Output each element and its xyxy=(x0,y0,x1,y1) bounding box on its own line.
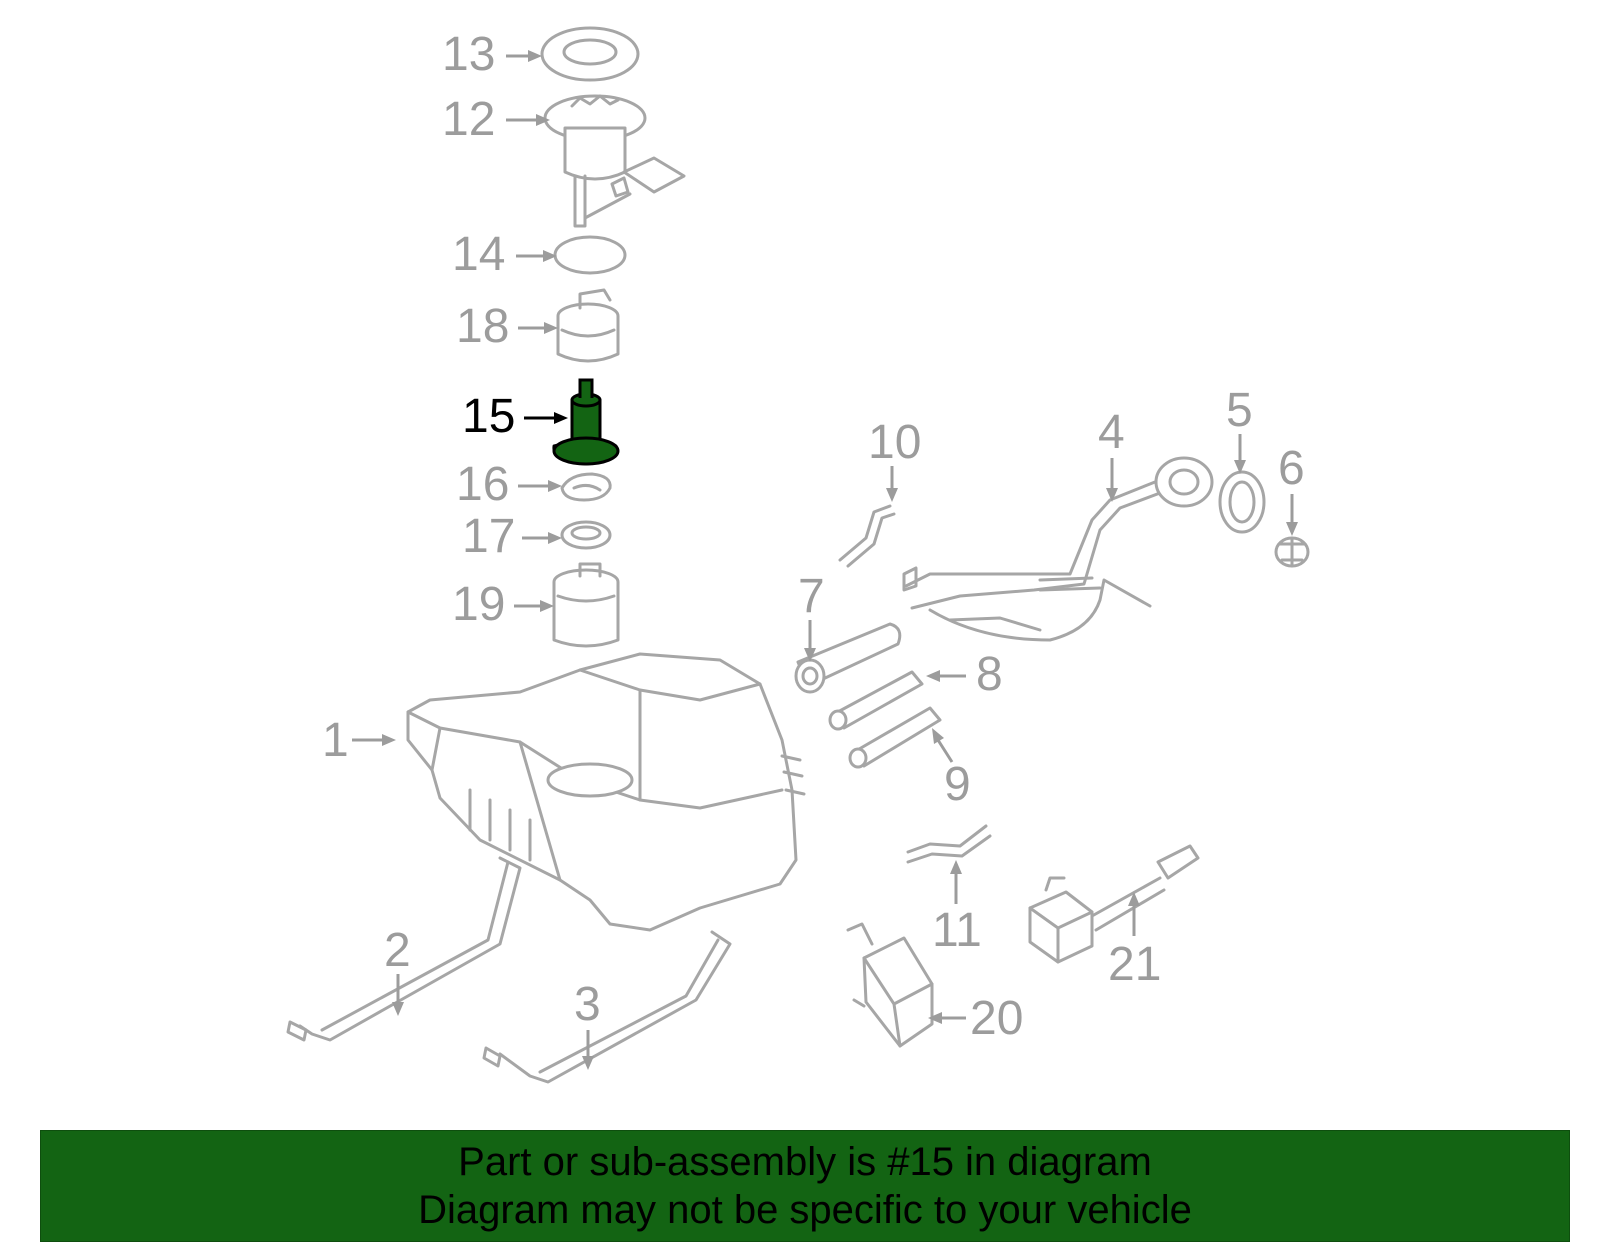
callout-21: 21 xyxy=(1108,892,1161,991)
part-1-fuel-tank[interactable] xyxy=(406,652,806,932)
callout-8: 8 xyxy=(926,648,1003,701)
callout-label: 3 xyxy=(574,978,601,1031)
part-4-filler-neck[interactable] xyxy=(902,456,1214,642)
callout-label: 7 xyxy=(798,570,825,623)
callout-12: 12 xyxy=(442,93,550,146)
part-9-tube[interactable] xyxy=(848,706,942,769)
part-15-fuel-pump[interactable] xyxy=(552,378,620,466)
part-17-seal[interactable] xyxy=(560,520,612,550)
part-3-strap[interactable] xyxy=(482,930,732,1084)
callout-label: 20 xyxy=(970,992,1023,1045)
part-11-hose[interactable] xyxy=(906,824,992,864)
callout-label: 16 xyxy=(456,458,509,511)
callout-19: 19 xyxy=(452,578,554,631)
callout-label: 21 xyxy=(1108,938,1161,991)
info-banner: Part or sub-assembly is #15 in diagram D… xyxy=(40,1130,1570,1242)
callout-label: 6 xyxy=(1278,442,1305,495)
callout-label: 1 xyxy=(322,714,349,767)
callout-4: 4 xyxy=(1098,406,1125,502)
callout-13: 13 xyxy=(442,28,542,81)
parts-diagram: 13 12 14 18 15 16 17 19 1 2 3 10 xyxy=(286,26,1310,1084)
callout-2: 2 xyxy=(384,924,411,1016)
callout-label: 5 xyxy=(1226,384,1253,437)
callout-15: 15 xyxy=(462,390,568,443)
callout-6: 6 xyxy=(1278,442,1305,536)
callout-label: 12 xyxy=(442,93,495,146)
callout-9: 9 xyxy=(932,728,971,811)
callout-label: 4 xyxy=(1098,406,1125,459)
callout-label: 2 xyxy=(384,924,411,977)
part-8-tube[interactable] xyxy=(828,670,924,731)
callout-18: 18 xyxy=(456,300,558,353)
part-18-reservoir[interactable] xyxy=(556,288,620,363)
callout-17: 17 xyxy=(462,510,562,563)
part-20-module[interactable] xyxy=(846,922,934,1048)
callout-label: 13 xyxy=(442,28,495,81)
part-2-strap[interactable] xyxy=(286,856,522,1042)
callout-label: 10 xyxy=(868,416,921,469)
part-5-ring[interactable] xyxy=(1218,470,1266,534)
callout-20: 20 xyxy=(928,992,1023,1045)
callout-label: 19 xyxy=(452,578,505,631)
callout-label: 15 xyxy=(462,390,515,443)
part-16-retainer[interactable] xyxy=(560,472,612,502)
part-12-pump-housing[interactable] xyxy=(543,94,686,228)
callout-label: 14 xyxy=(452,228,505,281)
banner-line-part: Part or sub-assembly is #15 in diagram xyxy=(458,1140,1152,1184)
callout-label: 18 xyxy=(456,300,509,353)
part-13-seal[interactable] xyxy=(540,26,640,82)
callout-5: 5 xyxy=(1226,384,1253,474)
callout-label: 9 xyxy=(944,758,971,811)
part-6-cap[interactable] xyxy=(1274,536,1310,568)
callout-16: 16 xyxy=(456,458,562,511)
part-14-o-ring[interactable] xyxy=(553,235,627,275)
callout-7: 7 xyxy=(798,570,825,662)
part-21-sender[interactable] xyxy=(1028,844,1200,964)
callout-14: 14 xyxy=(452,228,557,281)
callout-11: 11 xyxy=(932,860,982,957)
part-10-hose[interactable] xyxy=(838,504,896,568)
callout-label: 17 xyxy=(462,510,515,563)
callout-1: 1 xyxy=(322,714,396,767)
callout-label: 8 xyxy=(976,648,1003,701)
banner-line-disclaimer: Diagram may not be specific to your vehi… xyxy=(418,1188,1192,1232)
callout-3: 3 xyxy=(574,978,601,1070)
part-19-strainer[interactable] xyxy=(552,562,620,648)
callout-label: 11 xyxy=(932,904,982,957)
callout-10: 10 xyxy=(868,416,921,502)
part-7-hose[interactable] xyxy=(794,622,902,694)
